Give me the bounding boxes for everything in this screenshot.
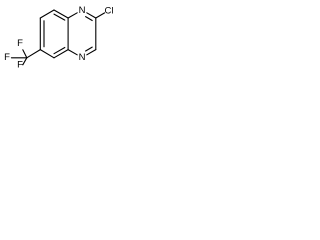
bond (53, 9, 69, 19)
pyrazine-ring (67, 12, 97, 56)
bond (67, 49, 78, 56)
bond (67, 12, 78, 19)
atom-label-n-top: N (79, 5, 86, 16)
bond (86, 12, 97, 19)
atom-label-n-bottom: N (79, 52, 86, 63)
atom-label-fluorine-bottom: F (17, 60, 23, 69)
benzene-ring (39, 9, 69, 59)
bond (86, 49, 97, 56)
double-bond-inner (53, 13, 66, 21)
double-bond-inner (85, 46, 93, 52)
double-bond-inner (53, 46, 66, 55)
bond (39, 9, 55, 19)
c-cl-bond (95, 12, 106, 19)
c-f-bond-bottom (22, 57, 28, 66)
atom-label-fluorine-left: F (4, 52, 10, 63)
double-bond-inner (85, 16, 93, 22)
c-cf3-bond (26, 49, 41, 59)
molecular-structure: N N Cl F F F (4, 5, 114, 69)
atom-label-fluorine-top: F (17, 38, 23, 49)
c-f-bond-top (22, 49, 28, 59)
atom-label-chlorine: Cl (105, 6, 114, 17)
bond (53, 49, 69, 59)
bond (39, 49, 55, 59)
